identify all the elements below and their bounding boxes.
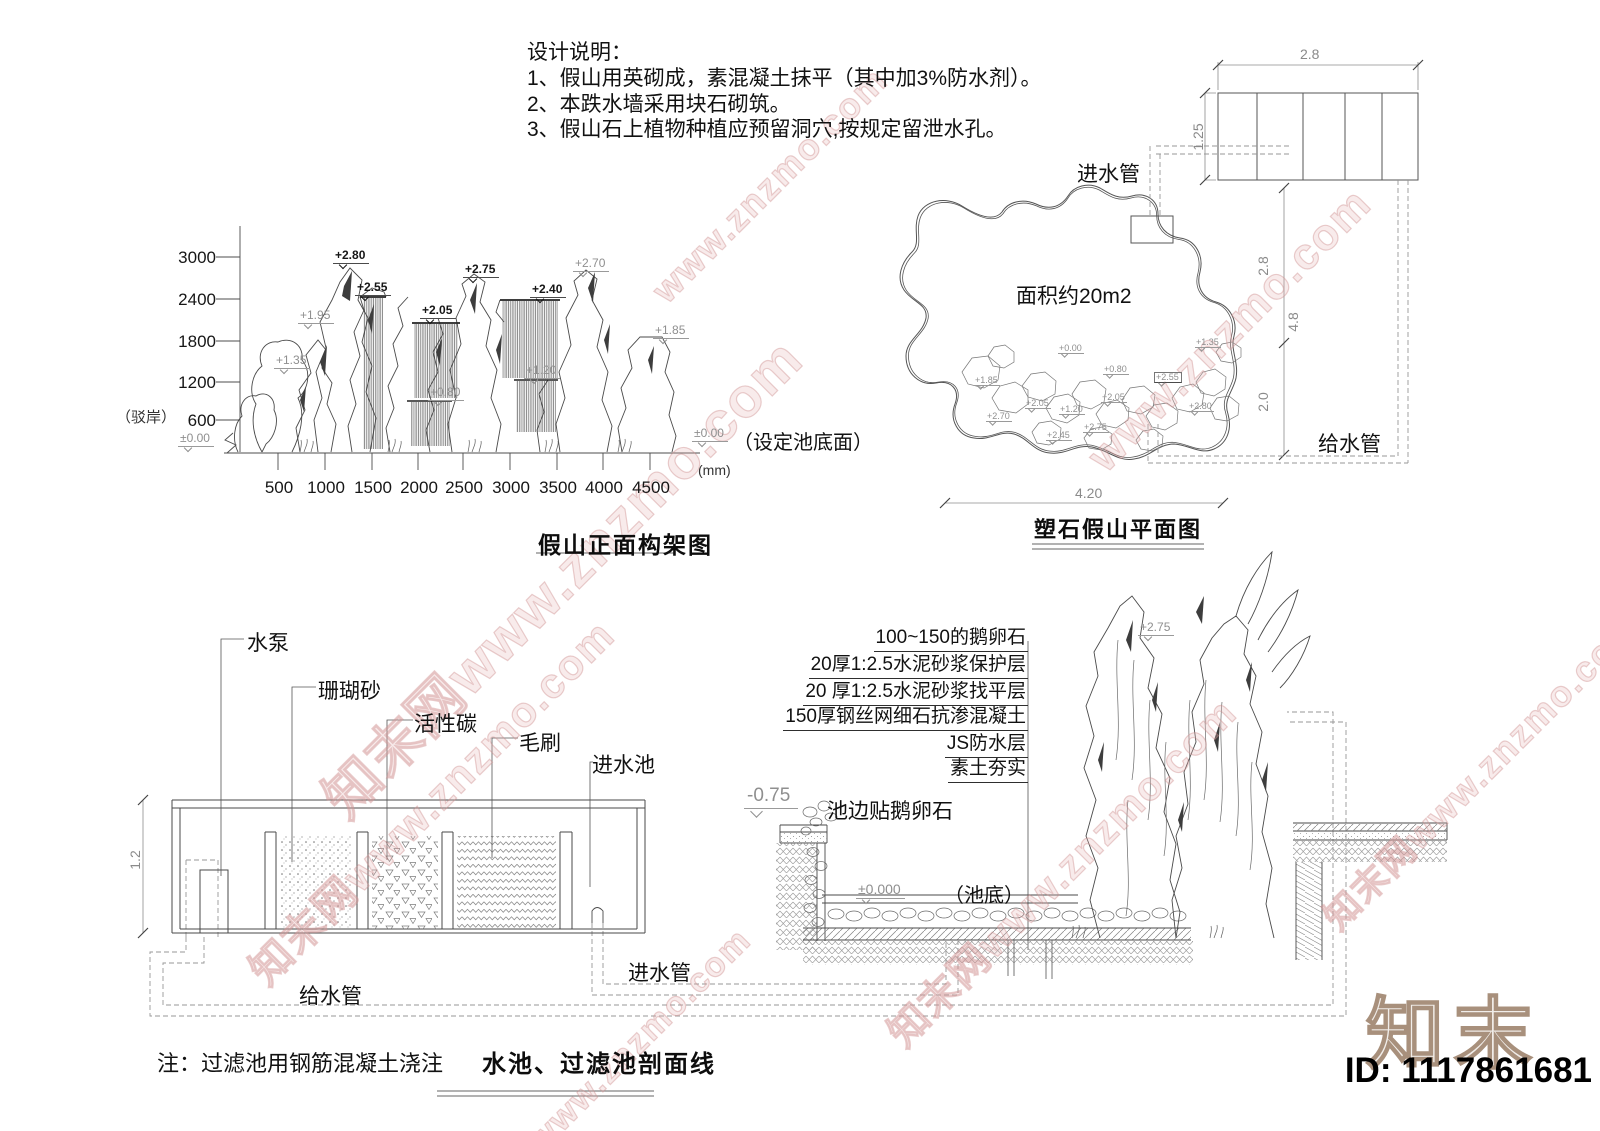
dim-top: 2.8 xyxy=(1300,46,1320,62)
unit-label: (mm) xyxy=(698,462,731,478)
filter-supply-pipe-label: 给水管 xyxy=(299,985,362,1008)
plan-spot: +1.35 xyxy=(1195,337,1221,349)
plan-weir-box xyxy=(1217,92,1419,181)
filter-leader-lines xyxy=(220,638,593,887)
pool-bottom-elevation: ±0.000 xyxy=(856,882,905,899)
filter-inlet-pipe-label: 进水管 xyxy=(628,962,691,985)
spot-elevation: +2.70 xyxy=(573,257,610,272)
design-note-1: 1、假山用英砌成，素混凝土抹平（其中加3%防水剂）。 xyxy=(527,67,1042,90)
layer-callout: JS防水层 xyxy=(944,728,1028,758)
elev-y-label: 1200 xyxy=(178,373,216,392)
filter-label-activated-carbon: 活性碳 xyxy=(414,713,477,736)
elev-y-label: 2400 xyxy=(178,290,216,309)
elevation-axes xyxy=(216,226,700,554)
layer-callout: 100~150的鹅卵石 xyxy=(873,622,1028,652)
plan-supply-pipe-label: 给水管 xyxy=(1318,433,1381,456)
spot-elevation: +1.85 xyxy=(653,324,690,339)
filter-label-inlet-pool: 进水池 xyxy=(592,754,655,777)
pool-edge-elevation: -0.75 xyxy=(744,786,799,809)
bank-label: （驳岸） xyxy=(116,409,177,426)
elev-x-label: 1500 xyxy=(354,478,392,497)
pool-section xyxy=(776,641,1448,979)
plan-spot: +1.85 xyxy=(974,375,1000,387)
dim-side: 1.25 xyxy=(1190,123,1206,151)
layer-callout: 20 厚1:2.5水泥砂浆找平层 xyxy=(803,676,1028,706)
plan-spot: +0.80 xyxy=(1103,364,1129,376)
spot-elevation: +0.80 xyxy=(428,386,465,401)
spot-elevation: +1.35 xyxy=(274,354,311,369)
design-note-2: 2、本跌水墙采用块石砌筑。 xyxy=(527,93,791,116)
drawing-id: ID: 1117861681 xyxy=(1344,1051,1592,1090)
plan-spot: +2.80 xyxy=(1188,401,1214,413)
elev-x-label: 3000 xyxy=(492,478,530,497)
elev-y-label: 1800 xyxy=(178,332,216,351)
spot-elevation: +2.75 xyxy=(463,263,500,278)
pool-rockery xyxy=(1071,550,1311,939)
filter-label-pump: 水泵 xyxy=(247,632,289,655)
spot-elevation: +2.40 xyxy=(530,283,567,298)
plan-inlet-pipe-label: 进水管 xyxy=(1077,163,1140,186)
plan-spot: +2.70 xyxy=(986,411,1012,423)
filter-label-coral-sand: 珊瑚砂 xyxy=(318,680,381,703)
elev-x-label: 2000 xyxy=(400,478,438,497)
dim-bottom: 4.20 xyxy=(1075,485,1103,501)
filter-height-dim: 1.2 xyxy=(127,850,143,870)
elev-y-label: 3000 xyxy=(178,248,216,267)
plan-spot: +2.05 xyxy=(1025,398,1051,410)
rockery-top-elevation: +2.75 xyxy=(1138,621,1175,636)
pool-edge-label: 池边贴鹅卵石 xyxy=(827,800,953,823)
dim-right-total: 4.8 xyxy=(1285,312,1301,332)
site-logo: 知末 xyxy=(1365,989,1543,1079)
elev-x-label: 2500 xyxy=(445,478,483,497)
elev-x-label: 4500 xyxy=(632,478,670,497)
spot-elevation: +2.55 xyxy=(355,281,392,296)
dimension-lines xyxy=(137,59,1424,1097)
layer-callout: 素土夯实 xyxy=(947,753,1028,783)
elevation-title: 假山正面构架图 xyxy=(538,532,713,558)
section-title: 水池、过滤池剖面线 xyxy=(482,1051,716,1078)
floor-zero-mark: ±0.00 xyxy=(692,427,728,442)
dim-right-upper: 2.8 xyxy=(1255,256,1271,276)
spot-elevation: +1.20 xyxy=(524,364,561,379)
plan-spot: +2.55 xyxy=(1154,372,1182,384)
plan-title: 塑石假山平面图 xyxy=(1034,517,1203,542)
plan-area-label: 面积约20m2 xyxy=(1016,285,1132,308)
design-note-3: 3、假山石上植物种植应预留洞穴,按规定留泄水孔。 xyxy=(527,118,1007,141)
elev-x-label: 4000 xyxy=(585,478,623,497)
pipes-dashed xyxy=(149,145,1409,1017)
elev-y-label: 600 xyxy=(187,411,216,430)
layer-callout: 20厚1:2.5水泥砂浆保护层 xyxy=(808,649,1028,679)
plan-spot: +0.00 xyxy=(1058,343,1084,355)
plan-spot: +2.05 xyxy=(1101,392,1127,404)
design-notes-title: 设计说明： xyxy=(527,41,632,64)
filter-note: 注：过滤池用钢筋混凝土浇注 xyxy=(157,1051,444,1076)
plan-spot: +2.75 xyxy=(1083,422,1109,434)
spot-elevation: +2.80 xyxy=(333,249,370,264)
plan-spot: +1.20 xyxy=(1059,404,1085,416)
filter-tank xyxy=(171,799,646,934)
plan-pond xyxy=(899,184,1238,460)
elev-x-label: 1000 xyxy=(307,478,345,497)
elev-x-label: 3500 xyxy=(539,478,577,497)
layer-callout: 150厚钢丝网细石抗渗混凝土 xyxy=(783,701,1028,731)
elev-x-label: 500 xyxy=(264,478,294,497)
filter-label-brush: 毛刷 xyxy=(519,732,561,755)
plan-spot: +2.45 xyxy=(1046,430,1072,442)
spot-elevation: +1.95 xyxy=(298,309,335,324)
pool-bottom-label: （池底） xyxy=(944,885,1024,907)
floor-note: （设定池底面） xyxy=(733,432,873,454)
spot-elevation: +2.05 xyxy=(420,304,457,319)
dim-right-lower: 2.0 xyxy=(1255,392,1271,412)
elev-zero-mark: ±0.00 xyxy=(178,432,214,447)
